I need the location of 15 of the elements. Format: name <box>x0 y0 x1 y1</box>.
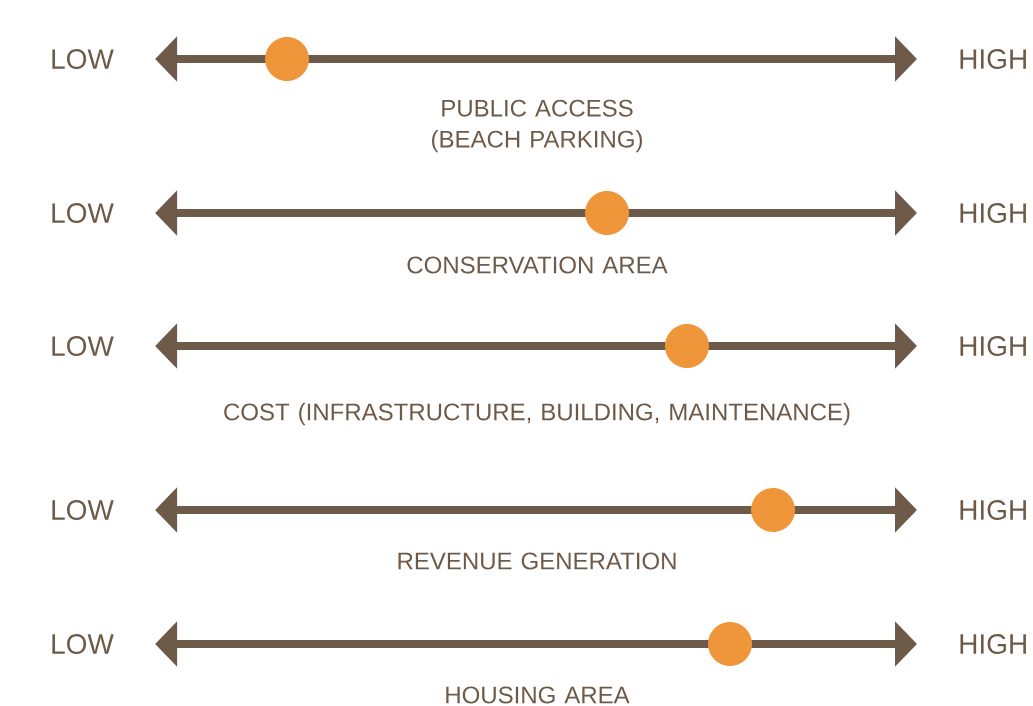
scale-title: CONSERVATION AREA <box>407 256 668 274</box>
scale-end-label: LOW <box>52 634 114 654</box>
scale-end-label: LOW <box>52 500 114 520</box>
scale-end-label: HIGH <box>960 336 1026 356</box>
scale-title: PUBLIC ACCESS (BEACH PARKING) <box>432 99 642 153</box>
scale-end-label: HIGH <box>960 203 1026 223</box>
scale-end-label: HIGH <box>960 634 1026 654</box>
scale-title: HOUSING AREA <box>446 686 630 704</box>
scale-end-label: HIGH <box>960 500 1026 520</box>
scale-title: COST (INFRASTRUCTURE, BUILDING, MAINTENANCE) <box>224 402 850 426</box>
scale-end-label: HIGH <box>960 49 1026 69</box>
scale-end-label: LOW <box>52 336 114 356</box>
scale-end-label: LOW <box>52 203 114 223</box>
scale-title: REVENUE GENERATION <box>398 552 676 570</box>
scale-end-label: LOW <box>52 49 114 69</box>
